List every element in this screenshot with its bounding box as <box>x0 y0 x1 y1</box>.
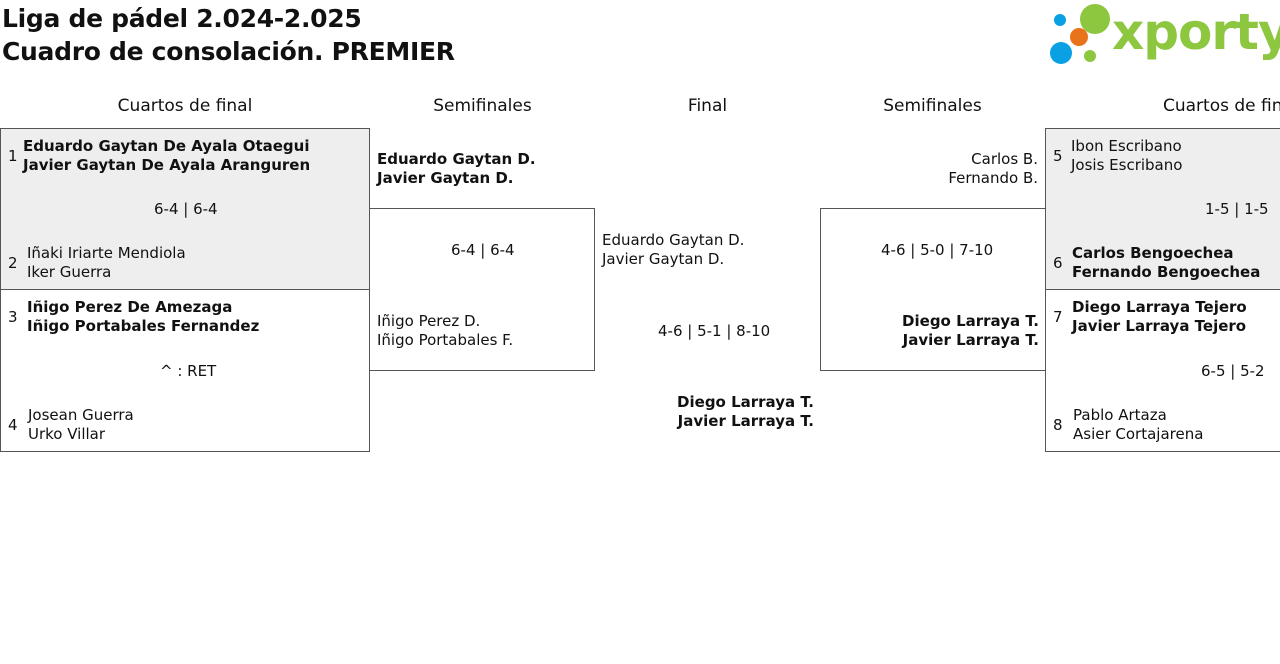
player-name: Josean Guerra <box>28 406 134 424</box>
round-header-left-qf: Cuartos de final <box>117 96 253 116</box>
seed-number: 2 <box>8 254 18 272</box>
loser-pair: Iñaki Iriarte Mendiola Iker Guerra <box>27 244 186 282</box>
winner-pair: Diego Larraya T. Javier Larraya T. <box>881 312 1039 350</box>
player-name: Iker Guerra <box>27 263 112 281</box>
player-name: Javier Larraya Tejero <box>1072 317 1247 335</box>
round-header-right-sf: Semifinales <box>883 96 982 116</box>
player-name: Javier Larraya T. <box>677 412 814 430</box>
seed-number: 6 <box>1053 254 1063 272</box>
player-name: Javier Gaytan D. <box>602 250 725 268</box>
player-name: Javier Gaytan De Ayala Aranguren <box>23 156 311 174</box>
loser-pair: Pablo Artaza Asier Cortajarena <box>1073 406 1203 444</box>
match-score: 6-4 | 6-4 <box>451 241 515 259</box>
left-sf-winner-pair: Eduardo Gaytan D. Javier Gaytan D. <box>377 150 536 188</box>
title-line-1: Liga de pádel 2.024-2.025 <box>2 4 362 33</box>
player-name: Eduardo Gaytan De Ayala Otaegui <box>23 137 310 155</box>
player-name: Iñigo Perez De Amezaga <box>27 298 233 316</box>
player-name: Iñigo Portabales Fernandez <box>27 317 260 335</box>
logo-dot-blue-large <box>1050 42 1072 64</box>
seed-number: 4 <box>8 416 18 434</box>
player-name: Fernando B. <box>948 169 1038 187</box>
match-score: 4-6 | 5-0 | 7-10 <box>881 241 994 259</box>
winner-pair: Iñigo Perez De Amezaga Iñigo Portabales … <box>27 298 259 336</box>
seed-number: 1 <box>8 147 18 165</box>
seed-number: 3 <box>8 308 18 326</box>
player-name: Diego Larraya Tejero <box>1072 298 1247 316</box>
player-name: Iñigo Perez D. <box>377 312 481 330</box>
seed-number: 5 <box>1053 147 1063 165</box>
player-name: Carlos B. <box>971 150 1038 168</box>
match-score: 6-4 | 6-4 <box>154 200 218 218</box>
logo-dot-green-large <box>1080 4 1110 34</box>
left-qf-match-1: 1 Eduardo Gaytan De Ayala Otaegui Javier… <box>0 128 370 290</box>
round-header-left-sf: Semifinales <box>433 96 532 116</box>
right-qf-match-2: 7 Diego Larraya Tejero Javier Larraya Te… <box>1045 289 1280 452</box>
title-line-2: Cuadro de consolación. PREMIER <box>2 37 455 66</box>
player-name: Diego Larraya T. <box>677 393 814 411</box>
logo-dot-green-small <box>1084 50 1096 62</box>
left-qf-match-2: 3 Iñigo Perez De Amezaga Iñigo Portabale… <box>0 289 370 452</box>
right-sf-loser-pair: Carlos B. Fernando B. <box>880 150 1038 188</box>
player-name: Eduardo Gaytan D. <box>377 150 536 168</box>
player-name: Iñigo Portabales F. <box>377 331 514 349</box>
seed-number: 8 <box>1053 416 1063 434</box>
winner-pair: Diego Larraya Tejero Javier Larraya Teje… <box>1072 298 1247 336</box>
player-name: Ibon Escribano <box>1071 137 1182 155</box>
loser-pair: Ibon Escribano Josis Escribano <box>1071 137 1182 175</box>
player-name: Asier Cortajarena <box>1073 425 1204 443</box>
loser-pair: Iñigo Perez D. Iñigo Portabales F. <box>377 312 513 350</box>
final-champion-pair: Diego Larraya T. Javier Larraya T. <box>650 393 814 431</box>
page-title: Liga de pádel 2.024-2.025 Cuadro de cons… <box>2 2 455 68</box>
seed-number: 7 <box>1053 308 1063 326</box>
winner-pair: Eduardo Gaytan De Ayala Otaegui Javier G… <box>23 137 310 175</box>
logo-dot-blue-small <box>1054 14 1066 26</box>
player-name: Diego Larraya T. <box>902 312 1039 330</box>
player-name: Javier Larraya T. <box>902 331 1039 349</box>
player-name: Eduardo Gaytan D. <box>602 231 745 249</box>
player-name: Iñaki Iriarte Mendiola <box>27 244 186 262</box>
left-sf-match: 6-4 | 6-4 Iñigo Perez D. Iñigo Portabale… <box>369 208 595 371</box>
xporty-logo: xporty <box>1050 3 1280 68</box>
right-sf-match: 4-6 | 5-0 | 7-10 Diego Larraya T. Javier… <box>820 208 1046 371</box>
player-name: Urko Villar <box>28 425 106 443</box>
final-score: 4-6 | 5-1 | 8-10 <box>658 322 771 340</box>
match-score: ^ : RET <box>160 362 217 380</box>
right-qf-match-1: 5 Ibon Escribano Josis Escribano 1-5 | 1… <box>1045 128 1280 290</box>
match-score: 1-5 | 1-5 <box>1205 200 1269 218</box>
logo-dot-orange <box>1070 28 1088 46</box>
match-score: 6-5 | 5-2 <box>1201 362 1265 380</box>
round-header-right-qf: Cuartos de final <box>1163 96 1280 116</box>
winner-pair: Carlos Bengoechea Fernando Bengoechea <box>1072 244 1260 282</box>
round-header-final: Final <box>687 96 728 116</box>
player-name: Carlos Bengoechea <box>1072 244 1234 262</box>
loser-pair: Josean Guerra Urko Villar <box>28 406 134 444</box>
logo-text: xporty <box>1112 3 1280 61</box>
player-name: Josis Escribano <box>1071 156 1183 174</box>
player-name: Pablo Artaza <box>1073 406 1167 424</box>
player-name: Javier Gaytan D. <box>377 169 514 187</box>
player-name: Fernando Bengoechea <box>1072 263 1261 281</box>
final-finalist-pair: Eduardo Gaytan D. Javier Gaytan D. <box>602 231 744 269</box>
